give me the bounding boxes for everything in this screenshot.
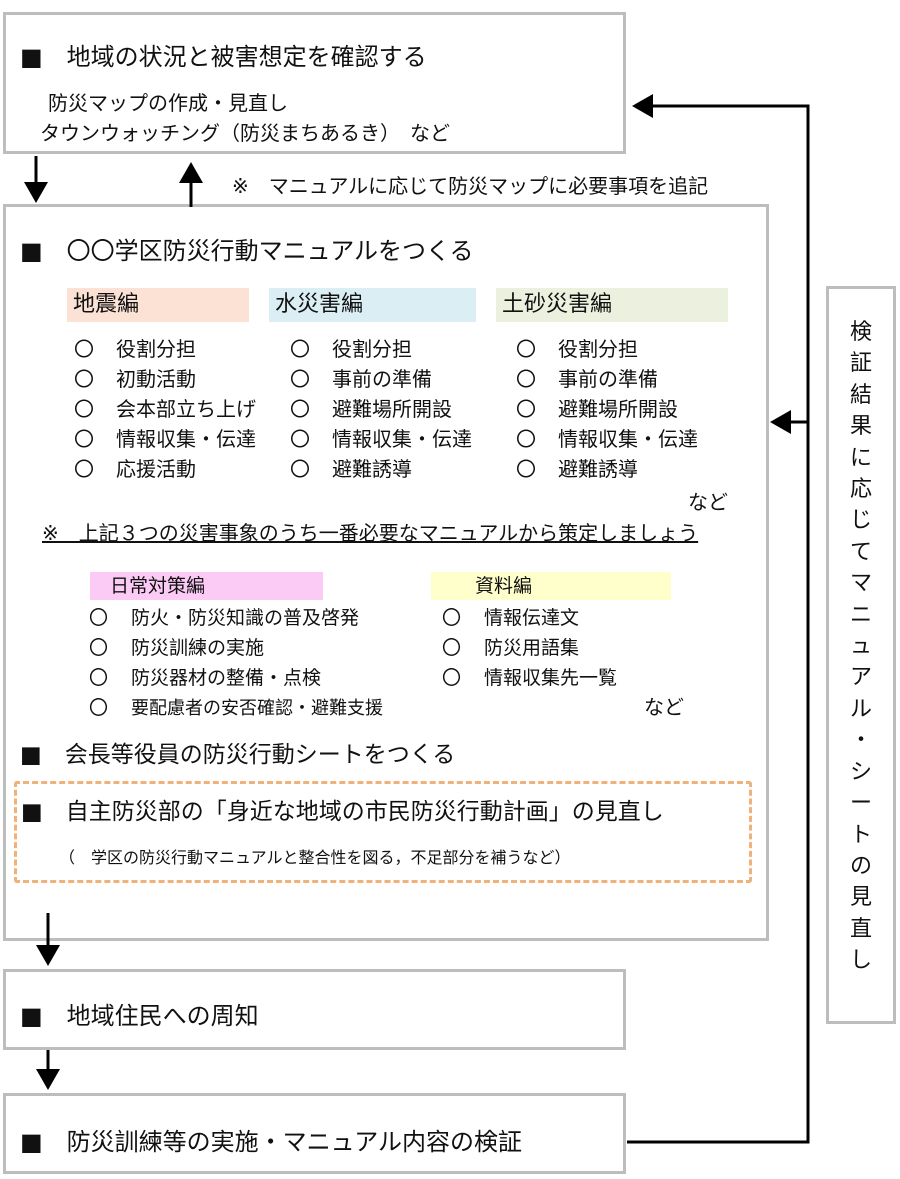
category-daily-measures: 日常対策編 [90,572,323,600]
list-item: 〇応援活動 [74,457,196,481]
list-item: 〇役割分担 [74,337,196,361]
category-earthquake: 地震編 [67,288,249,322]
list-item: 〇避難場所開設 [290,397,452,421]
daily-measures-items: 〇防火・防災知識の普及啓発 〇防災訓練の実施 〇防災器材の整備・点検 〇要配慮者… [89,603,383,723]
list-item: 〇防災器材の整備・点検 [89,667,322,689]
side-char: し [849,948,872,974]
list-item: 〇事前の準備 [516,367,658,391]
etc-label-1: など [688,490,728,514]
side-char: マ [849,571,872,597]
side-char: 見 [849,885,872,911]
list-item: 〇避難場所開設 [516,397,678,421]
community-plan-note: （ 学区の防災行動マニュアルと整合性を図る，不足部分を補うなど） [59,848,571,867]
action-sheet-title: ■ 会長等役員の防災行動シートをつくる [20,742,456,768]
step-create-manual-box: ■ 〇〇学区防災行動マニュアルをつくる 地震編 水災害編 土砂災害編 〇役割分担… [3,204,769,941]
step-drill-verify-box: ■ 防災訓練等の実施・マニュアル内容の検証 [3,1093,626,1174]
side-char: ー [849,791,872,817]
list-item: 〇情報収集・伝達 [290,427,472,451]
community-plan-title: ■ 自主防災部の「身近な地域の市民防災行動計画」の見直し [21,799,664,825]
side-char: ア [849,665,872,691]
step-drill-verify-title: ■ 防災訓練等の実施・マニュアル内容の検証 [20,1128,522,1156]
list-item: 〇初動活動 [74,367,196,391]
reference-items: 〇情報伝達文 〇防災用語集 〇情報収集先一覧 [442,603,617,693]
etc-label-2: など [644,695,684,719]
list-item: 〇役割分担 [516,337,638,361]
category-flood: 水災害編 [269,288,476,322]
list-item: 〇防災用語集 [442,637,580,659]
step-confirm-situation-title: ■ 地域の状況と被害想定を確認する [20,43,427,71]
list-item: 〇情報収集・伝達 [74,427,256,451]
list-item: 〇情報伝達文 [442,607,580,629]
side-char: 応 [849,477,872,503]
landslide-items: 〇役割分担 〇事前の準備 〇避難場所開設 〇情報収集・伝達 〇避難誘導 [516,334,698,484]
community-plan-box: ■ 自主防災部の「身近な地域の市民防災行動計画」の見直し （ 学区の防災行動マニ… [14,781,752,883]
step-inform-residents-title: ■ 地域住民への周知 [20,1002,259,1030]
list-item: 〇避難誘導 [290,457,412,481]
side-char: ト [849,822,872,848]
side-char: じ [849,508,872,534]
side-char: シ [849,759,872,785]
side-char: 証 [849,351,872,377]
step-inform-residents-box: ■ 地域住民への周知 [3,969,626,1050]
step-confirm-situation-line1: 防災マップの作成・見直し [48,91,288,115]
earthquake-items: 〇役割分担 〇初動活動 〇会本部立ち上げ 〇情報収集・伝達 〇応援活動 [74,334,256,484]
side-char: に [849,445,872,471]
list-item: 〇要配慮者の安否確認・避難支援 [89,697,383,719]
side-char: 直 [849,916,872,942]
side-char: の [849,853,872,879]
list-item: 〇情報収集・伝達 [516,427,698,451]
list-item: 〇情報収集先一覧 [442,667,618,689]
side-char: ・ [849,728,872,754]
review-side-box: 検証結果に応じてマニュアル・シートの見直し [826,286,896,1024]
category-landslide: 土砂災害編 [496,288,728,322]
side-char: ュ [849,634,872,660]
category-reference: 資料編 [431,572,671,600]
step-confirm-situation-box: ■ 地域の状況と被害想定を確認する 防災マップの作成・見直し タウンウォッチング… [3,12,626,154]
side-char: 果 [849,414,872,440]
flood-items: 〇役割分担 〇事前の準備 〇避難場所開設 〇情報収集・伝達 〇避難誘導 [290,334,472,484]
list-item: 〇防火・防災知識の普及啓発 [89,607,360,629]
step-create-manual-title: ■ 〇〇学区防災行動マニュアルをつくる [20,237,474,265]
side-char: ニ [849,602,872,628]
feedback-line [627,94,810,1144]
map-update-note: ※ マニュアルに応じて防災マップに必要事項を追記 [232,174,709,198]
list-item: 〇防災訓練の実施 [89,637,265,659]
side-char: 結 [849,382,872,408]
side-char: 検 [849,320,872,345]
list-item: 〇事前の準備 [290,367,432,391]
list-item: 〇会本部立ち上げ [74,397,256,421]
step-confirm-situation-line2: タウンウォッチング（防災まちあるき） など [40,121,450,145]
side-char: ル [849,696,872,722]
side-char: て [849,539,872,565]
review-side-text: 検証結果に応じてマニュアル・シートの見直し [829,317,893,977]
list-item: 〇避難誘導 [516,457,638,481]
list-item: 〇役割分担 [290,337,412,361]
manual-priority-note: ※ 上記３つの災害事象のうち一番必要なマニュアルから策定しましょう [42,521,699,545]
